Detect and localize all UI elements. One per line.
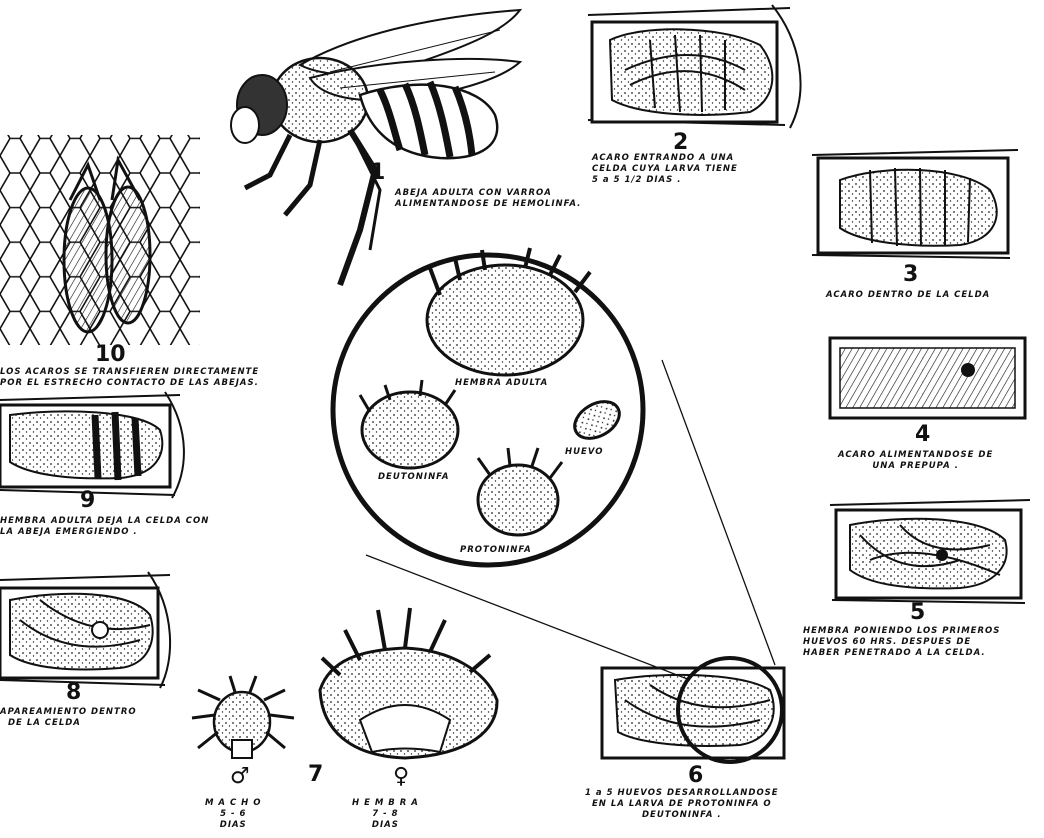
male-female-mites — [192, 608, 497, 758]
label-protonymph: PROTONINFA — [460, 545, 532, 555]
stage-number-9: 9 — [80, 488, 95, 513]
stage-number-2: 2 — [673, 130, 688, 155]
male-caption: M A C H O 5 - 6 DIAS — [205, 798, 261, 831]
stage-number-5: 5 — [910, 600, 925, 625]
stage-caption-2: ACARO ENTRANDO A UNA CELDA CUYA LARVA TI… — [592, 153, 738, 186]
stage-caption-8: APAREAMIENTO DENTRO DE LA CELDA — [0, 707, 137, 729]
stage-caption-6: 1 a 5 HUEVOS DESARROLLANDOSE EN LA LARVA… — [585, 788, 779, 821]
honeycomb-with-bees — [0, 135, 200, 345]
stage-number-6: 6 — [688, 763, 703, 788]
cell-stage-8 — [0, 572, 170, 688]
label-deutonymph: DEUTONINFA — [378, 472, 449, 482]
cell-stage-4 — [830, 338, 1025, 418]
stage-caption-4: ACARO ALIMENTANDOSE DE UNA PREPUPA . — [838, 450, 993, 472]
stage-caption-10: LOS ACAROS SE TRANSFIEREN DIRECTAMENTE P… — [0, 367, 259, 389]
label-egg: HUEVO — [565, 447, 603, 457]
stage-number-1: 1 — [370, 160, 385, 185]
stage-caption-1: ABEJA ADULTA CON VARROA ALIMENTANDOSE DE… — [395, 188, 581, 210]
stage-number-4: 4 — [915, 422, 930, 447]
cell-stage-9 — [0, 392, 184, 498]
stage-caption-9: HEMBRA ADULTA DEJA LA CELDA CON LA ABEJA… — [0, 516, 209, 538]
stage-number-3: 3 — [903, 262, 918, 287]
female-symbol: ♀ — [393, 764, 409, 789]
female-caption: H E M B R A 7 - 8 DIAS — [352, 798, 419, 831]
label-adult-female: HEMBRA ADULTA — [455, 378, 548, 388]
stage-caption-3: ACARO DENTRO DE LA CELDA — [826, 290, 990, 301]
cell-stage-2 — [588, 5, 800, 128]
cell-stage-3 — [812, 150, 1018, 258]
stage-caption-5: HEMBRA PONIENDO LOS PRIMEROS HUEVOS 60 H… — [803, 626, 1000, 659]
stage-number-10: 10 — [95, 342, 126, 367]
magnified-mite-stages — [333, 248, 643, 565]
stage-number-8: 8 — [66, 680, 81, 705]
cell-stage-5 — [830, 500, 1030, 603]
cell-stage-6 — [602, 658, 784, 762]
male-symbol: ♂ — [230, 764, 250, 789]
stage-number-7: 7 — [308, 762, 323, 787]
adult-bee-illustration — [231, 10, 520, 285]
